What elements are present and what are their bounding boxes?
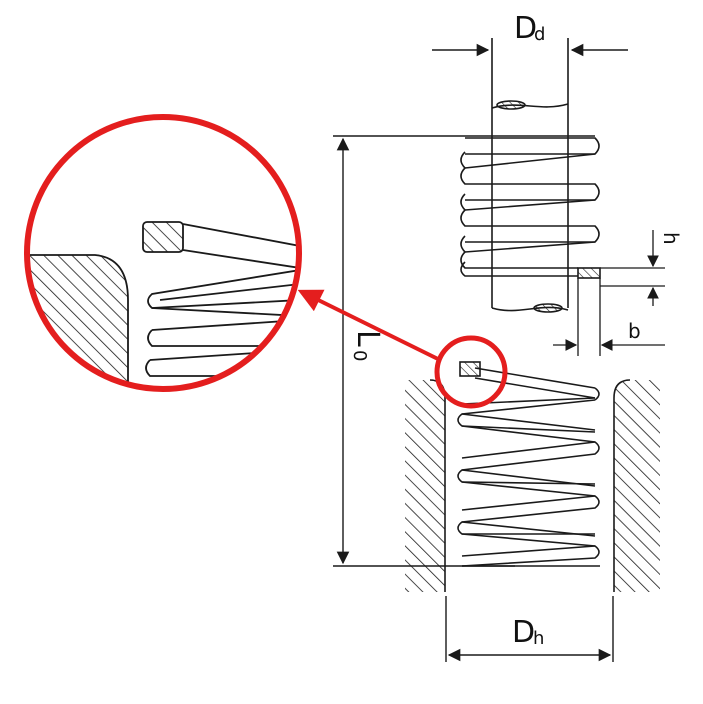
lower-wire-section (459, 361, 481, 377)
label-h: h (659, 232, 683, 245)
zoom-detail-content (27, 221, 299, 389)
dimension-b (553, 278, 665, 356)
label-L0-sub: 0 (349, 350, 370, 361)
highlight-circle (434, 335, 508, 409)
dimension-Dh (445, 596, 614, 662)
dimension-h (600, 230, 665, 306)
label-Dd-sub: d (534, 24, 545, 45)
label-L0: L 0 (349, 330, 385, 361)
upper-spring-assembly (460, 38, 601, 313)
hole-wall-left-hatch (405, 380, 445, 592)
zoom-circle (24, 114, 302, 392)
rod-break-top (491, 103, 569, 109)
lower-spring-assembly (405, 361, 660, 592)
rod-break-bottom (491, 306, 569, 312)
dimension-L0 (333, 135, 595, 567)
wire-cross-section (577, 267, 601, 279)
label-Dh-main: D (512, 615, 535, 650)
label-b: b (628, 319, 641, 343)
hole-wall-right-edge (613, 379, 631, 592)
upper-spring-coils (460, 137, 600, 277)
hole-wall-right-hatch (614, 380, 660, 592)
label-Dh-sub: h (533, 628, 544, 649)
lower-spring-coils (457, 367, 600, 567)
label-Dd-main: D (514, 11, 537, 46)
zoom-wire-section (142, 221, 184, 253)
zoom-arrow (297, 289, 441, 362)
label-L0-main: L (350, 330, 385, 347)
